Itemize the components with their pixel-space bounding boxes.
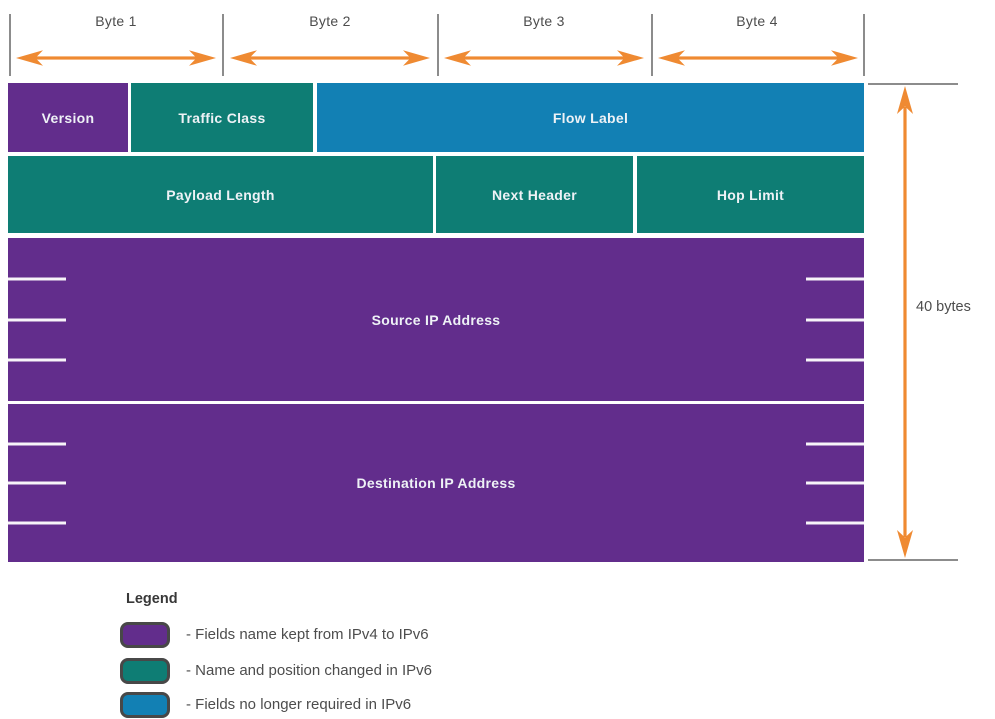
field-flow-label: Flow Label	[317, 83, 864, 152]
field-destination-ip-label: Destination IP Address	[356, 475, 516, 491]
word-divider-tick	[8, 358, 66, 362]
height-span-arrow-icon	[897, 86, 913, 558]
measure-cap-top	[868, 83, 958, 85]
word-divider-tick	[8, 277, 66, 281]
word-divider-tick	[806, 358, 864, 362]
legend-item-teal-label: - Name and position changed in IPv6	[186, 662, 432, 679]
word-divider-tick	[806, 318, 864, 321]
ruler-tick	[863, 14, 865, 76]
field-hop-limit-label: Hop Limit	[716, 186, 785, 203]
measure-cap-bottom	[868, 559, 958, 561]
word-divider-tick	[8, 521, 66, 524]
word-divider-tick	[806, 442, 864, 445]
legend-swatch-blue	[120, 692, 170, 718]
field-traffic-class: Traffic Class	[131, 83, 313, 152]
ruler-tick	[651, 14, 653, 76]
byte-3-span-arrow-icon	[444, 50, 644, 66]
word-divider-tick	[806, 521, 864, 524]
word-divider-tick	[8, 442, 66, 445]
word-divider-tick	[8, 481, 66, 485]
field-payload-length-label: Payload Length	[166, 186, 275, 203]
byte-4-span-arrow-icon	[658, 50, 858, 66]
legend-item-blue-label: - Fields no longer required in IPv6	[186, 696, 412, 713]
legend-swatch-purple	[120, 622, 170, 648]
field-payload-length: Payload Length	[8, 156, 433, 233]
word-divider-tick	[806, 277, 864, 281]
ruler-tick	[222, 14, 224, 76]
field-destination-ip: Destination IP Address	[8, 404, 864, 562]
total-size-label: 40 bytes	[916, 299, 971, 315]
field-flow-label-label: Flow Label	[552, 109, 629, 126]
byte-2-span-arrow-icon	[230, 50, 430, 66]
field-next-header: Next Header	[436, 156, 633, 233]
word-divider-tick	[806, 481, 864, 485]
field-next-header-label: Next Header	[491, 186, 577, 203]
byte-1-span-arrow-icon	[16, 50, 216, 66]
field-hop-limit: Hop Limit	[637, 156, 864, 233]
byte-2-label: Byte 2	[309, 13, 351, 29]
ruler-tick	[437, 14, 439, 76]
field-source-ip: Source IP Address	[8, 238, 864, 401]
byte-3-label: Byte 3	[523, 13, 565, 29]
word-divider-tick	[8, 318, 66, 321]
legend-swatch-teal	[120, 658, 170, 684]
legend-item-purple-label: - Fields name kept from IPv4 to IPv6	[186, 626, 429, 643]
ruler-tick	[9, 14, 11, 76]
field-version-label: Version	[41, 109, 95, 126]
legend-title: Legend	[126, 591, 178, 607]
byte-4-label: Byte 4	[736, 13, 778, 29]
byte-1-label: Byte 1	[95, 13, 137, 29]
field-traffic-class-label: Traffic Class	[178, 109, 266, 126]
field-version: Version	[8, 83, 128, 152]
field-source-ip-label: Source IP Address	[371, 311, 501, 328]
